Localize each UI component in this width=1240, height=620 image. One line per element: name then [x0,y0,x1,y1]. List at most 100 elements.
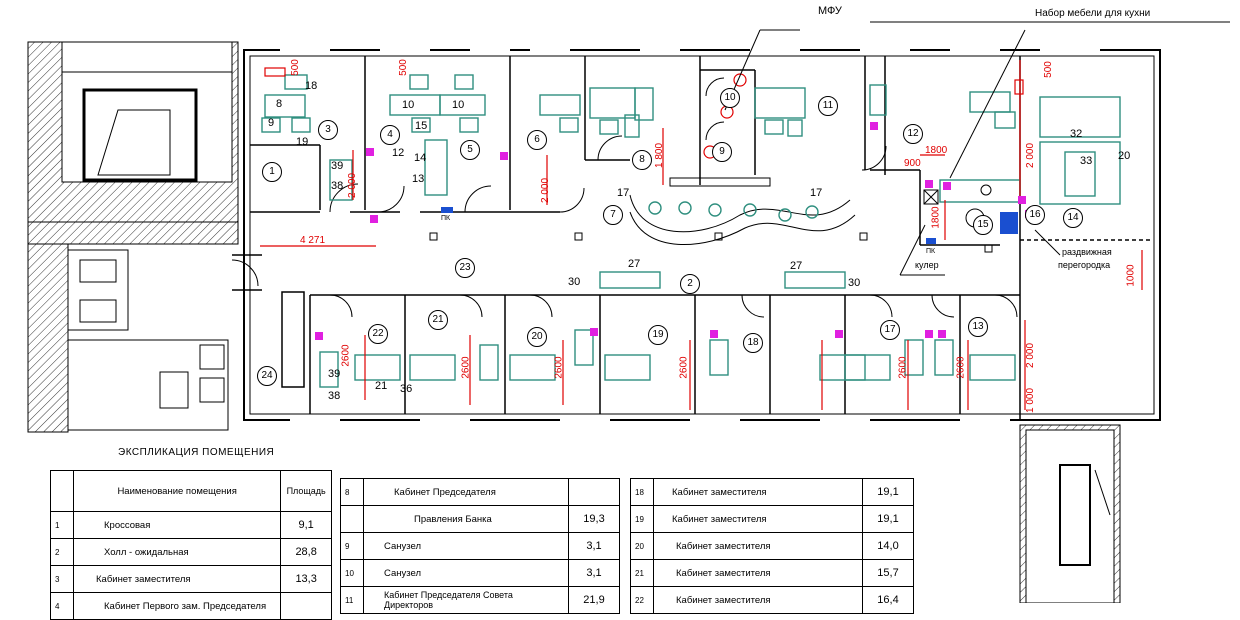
furniture-code: 8 [276,98,283,110]
table-row: 1 Кроссовая 9,1 [50,511,332,539]
pk-label: ПК [441,215,451,222]
dimension-label: 1800 [930,206,942,229]
dimension-label: 2600 [955,356,967,379]
stair-block-left [27,41,239,433]
partition-label-2: перегородка [1058,260,1111,270]
table-row: 8 Кабинет Председателя [340,478,620,506]
floor-plan [27,21,1230,603]
dimension-label: 1800 [925,145,948,156]
furniture-code: 19 [296,136,309,148]
columns [429,232,993,253]
table-row: 2 Холл - ожидальная 28,8 [50,538,332,566]
furniture-code: 10 [402,99,415,111]
explication-table-2: 8 Кабинет Председателя Правления Банка 1… [340,478,620,614]
furniture-code: 36 [400,383,413,395]
explication-title: ЭКСПЛИКАЦИЯ ПОМЕЩЕНИЯ [118,447,275,458]
magenta-markers [315,122,1033,340]
furniture-code: 39 [331,160,344,172]
table-row: Правления Банка 19,3 [340,505,620,533]
header-name: Наименование помещения [72,470,282,512]
room-number: 10 [720,88,740,108]
dimension-lines [260,60,1143,410]
dimension-label: 500 [1042,61,1054,78]
interior-walls [232,56,1150,420]
pk-label-kitchen: ПК [926,248,936,255]
furniture-code: 14 [414,152,427,164]
room-number: 8 [632,150,652,170]
furniture-code: 33 [1080,155,1093,167]
room-number: 23 [455,258,475,278]
equipment [441,207,1018,244]
furniture-code: 32 [1070,128,1083,140]
room-number: 17 [880,320,900,340]
dimension-label: 2600 [897,356,909,379]
room-number: 4 [380,125,400,145]
room-number: 14 [1063,208,1083,228]
furniture-code: 39 [328,368,341,380]
dimension-label: 2600 [678,356,690,379]
dimension-label: 500 [397,59,409,76]
table-row: 20 Кабинет заместителя 14,0 [630,532,914,560]
room-number: 22 [368,324,388,344]
reception-desk [629,194,856,246]
furniture-code: 10 [452,99,465,111]
furniture [261,74,1121,388]
table-header: Наименование помещения Площадь [50,470,332,512]
room-number: 19 [648,325,668,345]
room-number: 2 [680,274,700,294]
furniture-code: 18 [305,80,318,92]
table-row: 11 Кабинет Председателя Совета Директоро… [340,586,620,614]
table-row: 4 Кабинет Первого зам. Председателя [50,592,332,620]
dimension-label: 2 000 [347,172,359,199]
table-row: 21 Кабинет заместителя 15,7 [630,559,914,587]
dimension-label: 2 000 [1025,142,1037,169]
furniture-code: 13 [412,173,425,185]
furniture-code: 9 [268,117,275,129]
leader-lines [724,21,1230,276]
room-number: 21 [428,310,448,330]
kitchen-callout: Набор мебели для кухни [1035,8,1151,19]
room-number: 11 [818,96,838,116]
room-number: 12 [903,124,923,144]
room-number: 20 [527,327,547,347]
stair-block-right [1019,424,1121,603]
furniture-code: 27 [628,258,641,270]
dimension-label: 2 000 [540,177,552,204]
dimension-label: 2600 [553,356,565,379]
furniture-code: 17 [810,187,823,199]
furniture-code: 15 [415,120,428,132]
furniture-code: 12 [392,147,405,159]
room-number: 18 [743,333,763,353]
table-row: 3 Кабинет заместителя 13,3 [50,565,332,593]
furniture-code: 30 [848,277,861,289]
furniture-code: 20 [1118,150,1131,162]
table-row: 10 Санузел 3,1 [340,559,620,587]
room-number: 1 [262,162,282,182]
table-row: 19 Кабинет заместителя 19,1 [630,505,914,533]
room-number: 3 [318,120,338,140]
furniture-code: 21 [375,380,388,392]
dimension-label: 500 [289,59,301,76]
dimension-label: 900 [904,158,921,169]
dimension-label: 1 800 [654,142,666,169]
header-area: Площадь [280,470,332,512]
dimension-label: 2600 [340,344,352,367]
room-number: 6 [527,130,547,150]
dimension-label: 2600 [460,356,472,379]
furniture-code: 17 [617,187,630,199]
dimension-label: 1000 [1125,264,1137,287]
furniture-code: 27 [790,260,803,272]
room-number: 7 [603,205,623,225]
explication-table-1: Наименование помещения Площадь 1 Кроссов… [50,470,332,620]
furniture-code: 30 [568,276,581,288]
door-swings [231,77,1018,318]
room-number: 15 [973,215,993,235]
table-row: 18 Кабинет заместителя 19,1 [630,478,914,506]
furniture-code: 38 [331,180,344,192]
room-number: 24 [257,366,277,386]
mfu-callout: МФУ [818,5,842,17]
dimension-label: 4 271 [300,235,326,246]
outer-walls [243,48,1161,422]
room-number: 5 [460,140,480,160]
explication-table-3: 18 Кабинет заместителя 19,1 19 Кабинет з… [630,478,914,614]
